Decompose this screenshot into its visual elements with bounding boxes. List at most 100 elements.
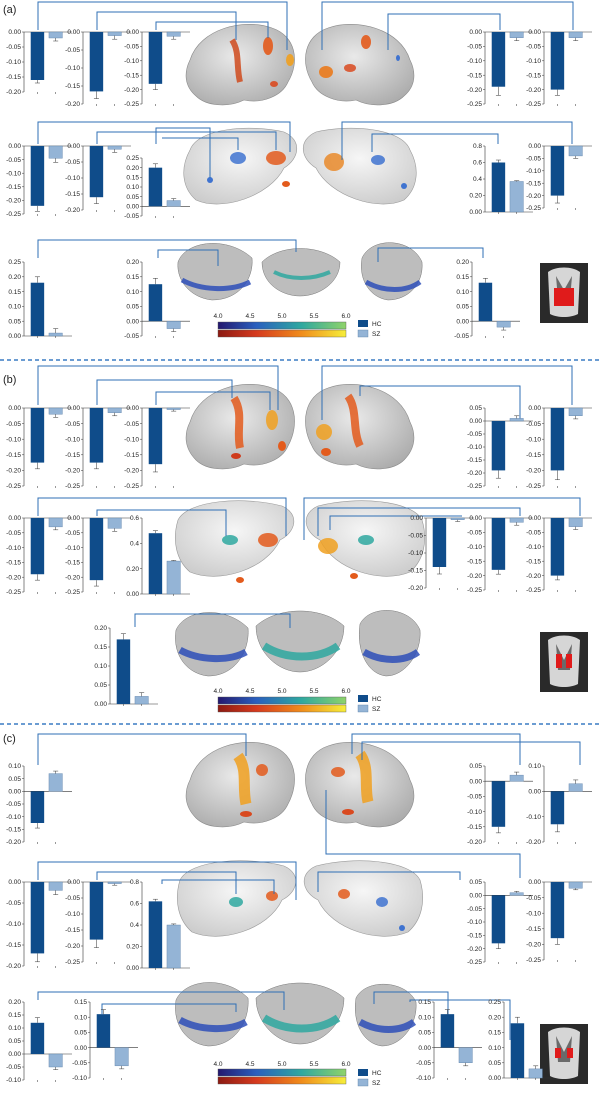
y-tick-label: 0.05 (8, 318, 21, 325)
legend-swatch-hc (358, 695, 368, 702)
y-tick-label: -0.15 (6, 560, 21, 567)
bar-hc (148, 901, 163, 968)
cortex-right-lateral (305, 384, 415, 470)
colorbar-tick: 4.5 (245, 313, 254, 320)
bar-hc (550, 408, 565, 471)
y-tick-label: 0.00 (67, 143, 80, 150)
bar-hc (30, 146, 45, 206)
bar-chart: 0.00-0.05-0.10-0.15-0.20-0.25 (124, 405, 190, 490)
y-tick-label: -0.05 (526, 421, 541, 428)
bar-chart: 0.00-0.05-0.10-0.15-0.20-0.25 (6, 143, 72, 218)
y-tick-label: -0.15 (526, 926, 541, 933)
y-tick-label: 0.20 (126, 165, 139, 172)
legend: HC SZ (357, 1069, 382, 1087)
y-tick-label: 0.05 (8, 776, 21, 783)
y-tick-label: -0.10 (526, 168, 541, 175)
y-tick-label: 0.20 (126, 566, 139, 573)
bar-hc (550, 146, 565, 196)
bar-hc (491, 421, 506, 471)
y-tick-label: 0.00 (126, 405, 139, 412)
bar-chart: 0.00-0.05-0.10-0.15-0.20-0.25 (65, 879, 131, 966)
y-tick-label: 0.25 (488, 999, 501, 1006)
bar-hc (550, 518, 565, 576)
cerebellum-left-view (175, 500, 295, 583)
colorbar-tick: 4.5 (245, 1061, 254, 1068)
bar-sz (568, 881, 583, 889)
bar-hc (30, 408, 45, 463)
y-tick-label: -0.05 (124, 333, 139, 340)
y-tick-label: 0.00 (456, 318, 469, 325)
y-tick-label: -0.10 (416, 1075, 431, 1082)
y-tick-label: -0.05 (124, 44, 139, 51)
bar-chart: 0.00-0.05-0.10-0.15-0.20-0.25 (526, 29, 592, 108)
y-tick-label: -0.10 (526, 544, 541, 551)
bar-sz (48, 145, 63, 159)
bar-hc (432, 518, 447, 567)
bar-sz (509, 892, 524, 896)
y-tick-label: 0.00 (67, 879, 80, 886)
bar-hc (89, 146, 104, 198)
y-tick-label: -0.20 (6, 468, 21, 475)
bar-sz (458, 1047, 473, 1063)
cerebellum-right-view (305, 500, 425, 579)
bar-sz (48, 332, 63, 337)
y-tick-label: 0.00 (8, 1051, 21, 1058)
y-tick-label: 0.15 (74, 999, 87, 1006)
y-tick-label: -0.15 (526, 452, 541, 459)
y-tick-label: 0.10 (8, 304, 21, 311)
bar-sz (48, 31, 63, 39)
y-tick-label: -0.25 (6, 211, 21, 218)
y-tick-label: 0.05 (8, 1038, 21, 1045)
y-tick-label: -0.05 (467, 906, 482, 913)
y-tick-label: 0.00 (528, 29, 541, 36)
bar-sz (509, 181, 524, 213)
bar-hc (440, 1014, 455, 1048)
y-tick-label: 0.00 (418, 1045, 431, 1052)
y-tick-label: -0.20 (526, 87, 541, 94)
panel-label-a: (a) (3, 4, 16, 16)
colorbar-tick: 5.5 (309, 313, 318, 320)
y-tick-label: -0.10 (65, 436, 80, 443)
y-tick-label: 0.00 (8, 879, 21, 886)
y-tick-label: 0.00 (8, 789, 21, 796)
y-tick-label: -0.20 (6, 89, 21, 96)
y-tick-label: -0.15 (467, 824, 482, 831)
bar-hc (89, 408, 104, 463)
bar-chart: 0.250.200.150.100.050.00 (8, 259, 72, 340)
y-tick-label: -0.10 (6, 921, 21, 928)
bar-chart: 0.00-0.05-0.10-0.15-0.20-0.25 (6, 405, 72, 490)
y-tick-label: 0.20 (126, 259, 139, 266)
y-tick-label: -0.05 (526, 530, 541, 537)
bar-sz (48, 517, 63, 528)
y-tick-label: -0.10 (6, 814, 21, 821)
bar-sz (509, 418, 524, 422)
y-tick-label: 0.05 (126, 304, 139, 311)
colorbar: 4.0 4.5 5.0 5.5 6.0 (213, 313, 351, 338)
legend-swatch-sz (357, 329, 369, 338)
bar-sz (48, 407, 63, 415)
y-tick-label: -0.20 (467, 470, 482, 477)
y-tick-label: 0.10 (8, 1025, 21, 1032)
y-tick-label: 0.00 (8, 333, 21, 340)
y-tick-label: -0.05 (6, 1064, 21, 1071)
legend-label-sz: SZ (372, 1080, 380, 1087)
y-tick-label: -0.15 (467, 933, 482, 940)
colorbar-tick: 6.0 (341, 313, 350, 320)
y-tick-label: -0.05 (467, 44, 482, 51)
y-tick-label: -0.10 (467, 919, 482, 926)
y-tick-label: 0.05 (488, 1060, 501, 1067)
y-tick-label: 0.8 (130, 879, 139, 886)
y-tick-label: -0.25 (467, 101, 482, 108)
y-tick-label: -0.15 (6, 184, 21, 191)
legend-label-hc: HC (372, 321, 382, 328)
y-tick-label: 0.10 (528, 763, 541, 770)
bar-chart: 0.00-0.05-0.10-0.15-0.20-0.25 (526, 515, 592, 594)
y-tick-label: -0.10 (467, 544, 482, 551)
y-tick-label: 0.05 (469, 879, 482, 886)
y-tick-label: -0.10 (6, 545, 21, 552)
bar-hc (491, 895, 506, 944)
y-tick-label: -0.05 (72, 1060, 87, 1067)
bar-chart: 0.00-0.05-0.10-0.15-0.20-0.25 (526, 405, 592, 490)
y-tick-label: 0.20 (8, 999, 21, 1006)
